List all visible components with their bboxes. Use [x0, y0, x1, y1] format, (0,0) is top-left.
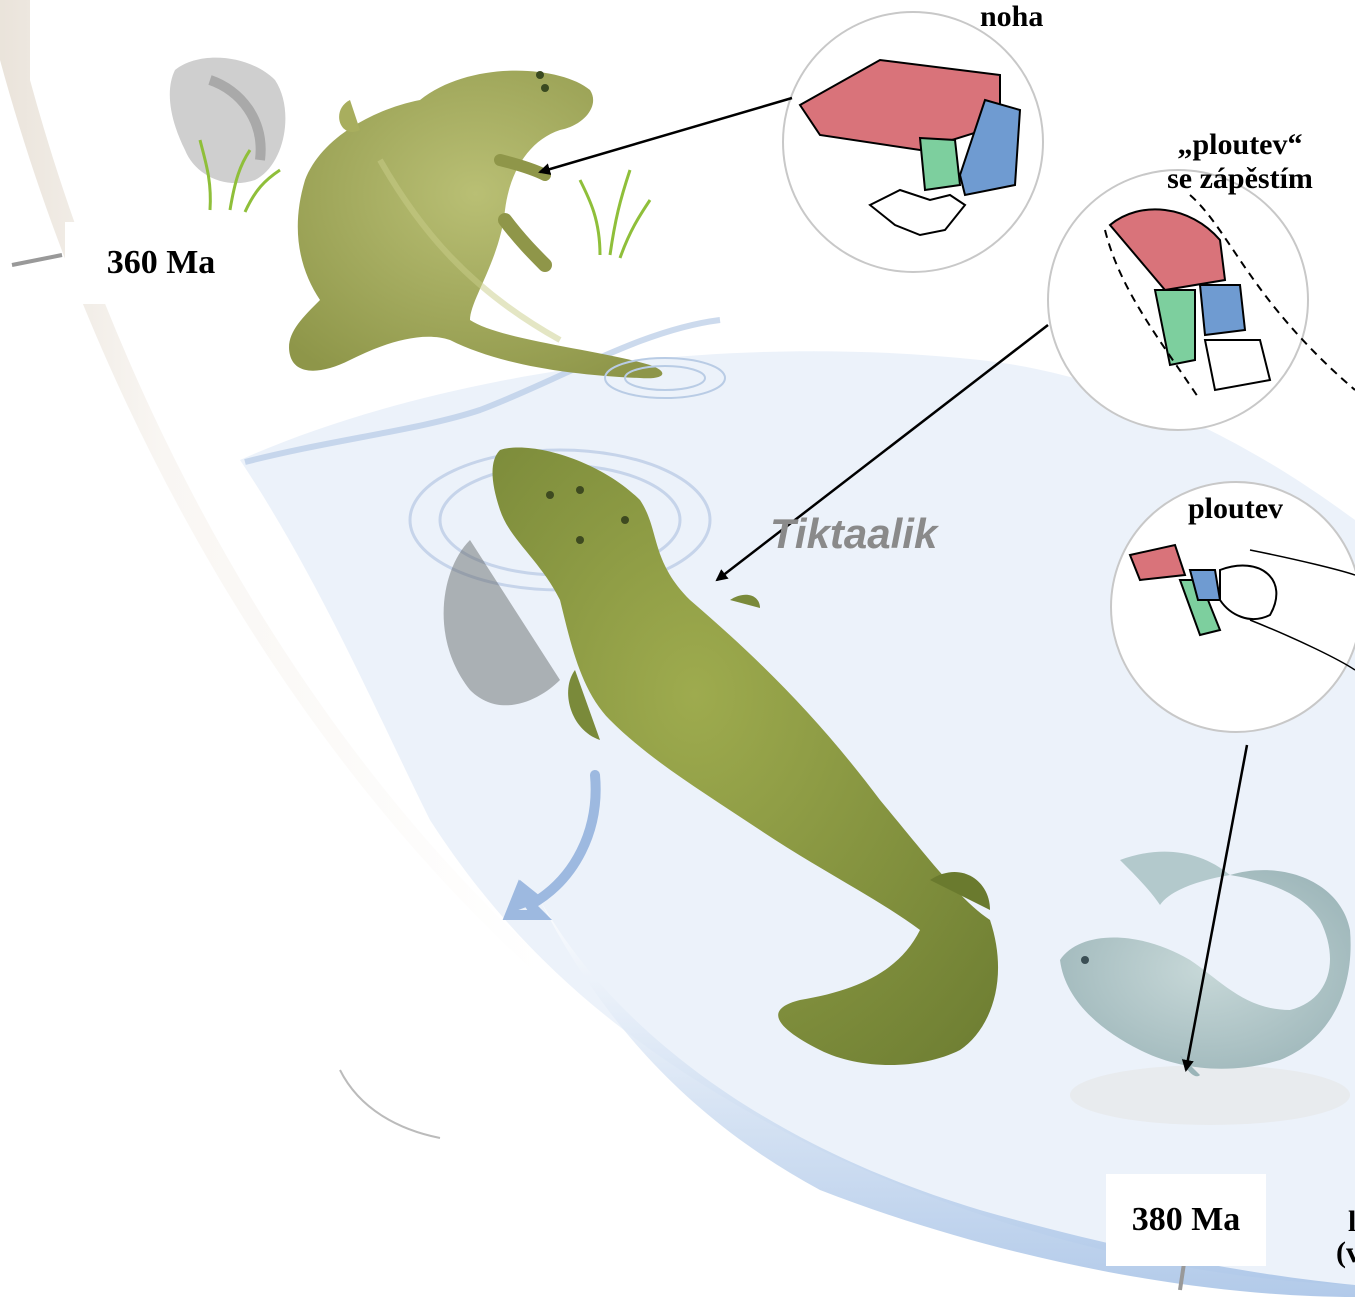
inset-noha [783, 12, 1043, 272]
label-cutoff-1: l [1348, 1205, 1355, 1239]
timeline-tick-360 [12, 255, 62, 265]
time-label-380: 380 Ma [1106, 1174, 1266, 1266]
label-ploutev-se-zapestim-line1: „ploutev“ [1140, 128, 1340, 162]
faint-arc-line [340, 1070, 440, 1138]
label-cutoff-2: (v [1336, 1236, 1355, 1270]
time-label-360: 360 Ma [65, 222, 257, 304]
label-noha: noha [980, 0, 1043, 34]
label-tiktaalik: Tiktaalik [770, 510, 937, 558]
label-ploutev-se-zapestim-line2: se zápěstím [1140, 162, 1340, 196]
label-ploutev-se-zapestim: „ploutev“ se zápěstím [1140, 128, 1340, 196]
label-ploutev: ploutev [1188, 492, 1283, 526]
